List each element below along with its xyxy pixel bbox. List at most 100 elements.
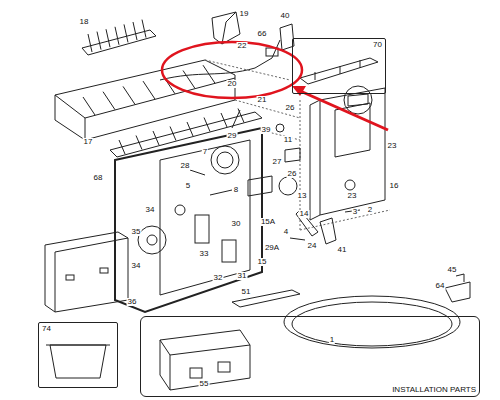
mold-divider [103,92,115,110]
stripper-finger [204,118,210,132]
callout-number: 24 [307,242,318,250]
mounting-bracket [300,58,378,84]
plate-hole [175,205,185,215]
thermostat [285,148,300,162]
callout-number: 29A [264,244,280,252]
mold-divider [123,86,135,104]
callout-number: 1 [329,336,335,344]
switch [222,240,236,262]
callout-number: 74 [42,325,51,333]
stripper-finger [221,113,227,127]
callout-number: 64 [435,282,446,290]
callout-number: 11 [283,136,293,144]
ejector-blade [97,32,101,50]
callout-number: 13 [297,192,308,200]
connector-pins [348,94,368,106]
ejector-blade [142,20,146,38]
highlight-ellipse [162,42,302,98]
mold-divider [183,71,195,89]
wire-harness [160,40,280,80]
callout-number: 51 [241,288,252,296]
highlight-arrowhead [292,86,306,96]
parts-panel: INSTALLATION PARTS [140,316,480,397]
housing [310,88,385,220]
callout-number: 40 [280,12,291,20]
callout-number: 23 [387,142,398,150]
shutoff-arm [296,210,336,244]
housing-hole [345,180,355,190]
callout-number: 26 [285,104,296,112]
callout-number: 8 [233,186,239,194]
callout-number: 18 [79,18,90,26]
callout-number: 31 [237,272,248,280]
control-assembly-outline [115,128,262,312]
stripper-finger [119,140,125,154]
screw [276,124,284,132]
valve-solenoid [218,362,230,372]
valve-solenoid [190,368,202,378]
ejector-blade [115,27,119,45]
callout-number: 2 [367,206,373,214]
mold-divider [143,81,155,99]
callout-number: 30 [231,220,242,228]
motor-gear [248,176,272,196]
stripper-finger [238,109,244,123]
callout-number: 14 [299,210,310,218]
callout-number: 36 [127,298,138,306]
guide-lines [205,60,390,230]
callout-number: 15A [260,218,276,226]
callout-number: 20 [227,80,238,88]
timing-gear [138,226,166,254]
stripper-finger [187,122,193,136]
callout-number: 66 [257,30,268,38]
ejector-blade [124,24,128,42]
callout-number: 34 [131,262,142,270]
callout-number: 35 [131,228,142,236]
lever [279,177,297,195]
cover-switch [100,268,108,273]
callout-number: 17 [83,138,94,146]
magnified-connector [344,86,372,114]
screw [456,274,464,282]
cover-switch [66,275,74,280]
mold-divider [83,97,95,115]
inset-box: 74 [38,322,118,388]
stripper [110,112,262,157]
callout-number: 33 [199,250,210,258]
ice-bin [46,345,110,378]
ejector-blade [88,34,92,52]
mold-cover [212,12,240,44]
motor-hub [217,152,233,168]
small-parts [190,110,360,240]
ejector-blade [133,22,137,40]
callout-number: 55 [199,380,210,388]
highlight-arrow [298,90,388,130]
callout-number: 15 [257,258,268,266]
callout-number: 28 [180,162,191,170]
control-cover [45,232,128,312]
gear-hub [147,235,157,245]
callout-number: 26 [287,170,298,178]
water-line-coil [284,296,460,348]
callout-number: 29 [227,132,238,140]
callout-number: 22 [237,42,248,50]
stripper-finger [153,131,159,145]
tube-clamp [445,282,470,302]
callout-number: 7 [202,148,208,156]
ice-mold [55,60,235,140]
panel-title: INSTALLATION PARTS [392,386,476,394]
callout-number: 21 [257,96,268,104]
mounting-plate [160,140,250,295]
water-valve [160,330,250,390]
stripper-finger [136,136,142,150]
callout-number: 32 [213,274,224,282]
callout-number: 45 [447,266,458,274]
callout-number: 4 [283,228,289,236]
callout-number: 68 [93,174,104,182]
callout-number: 41 [337,246,348,254]
callout-number: 23 [347,192,358,200]
inset-box: 70 [292,38,386,94]
callout-number: 70 [373,41,382,49]
callout-number: 5 [185,182,191,190]
